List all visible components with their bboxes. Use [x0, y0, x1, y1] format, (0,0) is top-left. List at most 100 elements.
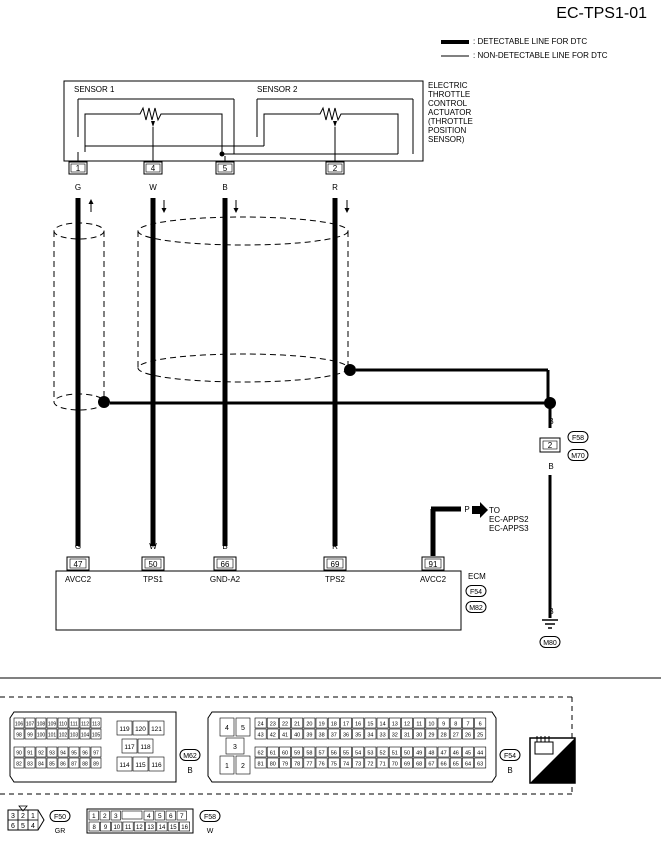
- f54-cell-72: [364, 757, 377, 769]
- f54-cell-label-10: 10: [428, 722, 434, 728]
- top-pin-inner-5: [217, 163, 233, 173]
- f58-bottom-cell-14: [156, 821, 168, 832]
- f54-cell-36: [340, 728, 352, 740]
- legend-non-detectable-label: : NON-DETECTABLE LINE FOR DTC: [473, 51, 608, 60]
- f54-left-label-4: 4: [225, 725, 229, 732]
- f54-cell-25: [474, 728, 487, 740]
- f54-cell-label-59: 59: [294, 751, 300, 757]
- m62-cell-label-101: 101: [48, 733, 57, 739]
- m62-cell-88: [79, 757, 91, 769]
- f54-cell-label-40: 40: [294, 733, 300, 739]
- ecm-pin-inner-47: [69, 558, 87, 569]
- f54-cell-24: [254, 717, 267, 729]
- f58-bottom-connector-tag-outline: [199, 810, 221, 822]
- f54-cell-26: [462, 728, 474, 740]
- f54-cell-28: [437, 728, 450, 740]
- m62-cell-label-86: 86: [60, 762, 66, 768]
- to-ref-0: EC-APPS2: [489, 515, 529, 524]
- f58-bottom-cell-8: [88, 821, 100, 832]
- f54-cell-53: [364, 746, 377, 758]
- f54-cell-21: [291, 717, 304, 729]
- m62-cell-label-112: 112: [81, 722, 89, 728]
- f54-cell-41: [279, 728, 291, 740]
- f54-cell-47: [437, 746, 450, 758]
- arrow-r-head: [344, 208, 350, 213]
- f54-cell-label-75: 75: [331, 762, 337, 768]
- f54-cell-32: [388, 728, 401, 740]
- m62-cell-90: [13, 746, 25, 758]
- drain-wire-color-bottom: B: [548, 462, 553, 471]
- f54-cell-label-20: 20: [306, 722, 312, 728]
- f54-cell-label-48: 48: [428, 751, 434, 757]
- f54-cell-23: [266, 717, 279, 729]
- m62-cell-96: [79, 746, 91, 758]
- ecm-label: ECM: [468, 572, 486, 581]
- f50-bottom-cell-4: [27, 819, 39, 831]
- f58-top-label-2: 2: [103, 813, 107, 820]
- f54-cell-70: [388, 757, 401, 769]
- f58-top-cell-3: [110, 810, 121, 821]
- f54-cell-66: [437, 757, 450, 769]
- f54-cell-13: [388, 717, 401, 729]
- m62-cell-104: [79, 728, 91, 740]
- ecm-pin-inner-66: [216, 558, 234, 569]
- m62-block-label-115: 115: [135, 762, 146, 769]
- m70-connector-tag-outline: [567, 449, 589, 461]
- m62-cell-label-92: 92: [38, 751, 44, 757]
- f58-bottom-cell-11: [122, 821, 134, 832]
- m62-cell-97: [90, 746, 102, 758]
- f54-cell-69: [401, 757, 413, 769]
- m62-cell-113: [90, 717, 102, 729]
- f54-cell-label-73: 73: [355, 762, 361, 768]
- f54-cell-label-70: 70: [392, 762, 398, 768]
- actuator-label-4: (THROTTLE: [428, 117, 473, 126]
- f58-bottom-cell-15: [167, 821, 179, 832]
- f54-cell-22: [279, 717, 291, 729]
- f58-top-cell-6: [165, 810, 176, 821]
- f54-cell-label-21: 21: [294, 722, 300, 728]
- f50-bottom-label-6: 6: [11, 823, 15, 830]
- f58-top-cell-7: [176, 810, 187, 821]
- m62-cell-label-99: 99: [27, 733, 33, 739]
- f54-cell-label-31: 31: [404, 733, 410, 739]
- ecm-pin-name-69: TPS2: [325, 575, 346, 584]
- f54-cell-label-53: 53: [367, 751, 373, 757]
- f54-cell-44: [474, 746, 487, 758]
- ecm-pin-name-66: GND-A2: [210, 575, 241, 584]
- f54-cell-31: [401, 728, 413, 740]
- m62-cell-label-113: 113: [92, 722, 100, 728]
- m62-color: B: [187, 766, 192, 775]
- top-pin-inner-2: [327, 163, 343, 173]
- actuator-label-3: ACTUATOR: [428, 108, 472, 117]
- m62-block-cell-115: [132, 756, 149, 772]
- f54-cell-label-14: 14: [380, 722, 386, 728]
- f54-cell-56: [327, 746, 340, 758]
- hs-icon-connector: [534, 741, 554, 755]
- f54-connector-tag-outline: [499, 749, 521, 761]
- f54-cell-38: [315, 728, 328, 740]
- f54-cell-label-19: 19: [319, 722, 325, 728]
- f54-cell-label-54: 54: [355, 751, 361, 757]
- f54-cell-61: [266, 746, 279, 758]
- f54-left-label-3: 3: [233, 744, 237, 751]
- m62-cell-label-110: 110: [59, 722, 67, 728]
- to-ref-1: EC-APPS3: [489, 524, 529, 533]
- f54-cell-label-79: 79: [282, 762, 288, 768]
- f54-cell-label-25: 25: [477, 733, 483, 739]
- f54-cell-label-55: 55: [343, 751, 349, 757]
- shield-b-top: [137, 216, 349, 246]
- m62-block-cell-114: [116, 756, 133, 772]
- f58-connector-tag-outline: [567, 431, 589, 443]
- f58-bottom-label-12: 12: [136, 825, 143, 831]
- f54-cell-label-46: 46: [453, 751, 459, 757]
- m62-cell-label-106: 106: [15, 722, 24, 728]
- f54-cell-76: [315, 757, 328, 769]
- m62-cell-label-107: 107: [26, 722, 35, 728]
- f54-cell-52: [376, 746, 389, 758]
- f54-cell-label-78: 78: [294, 762, 300, 768]
- m62-cell-108: [35, 717, 47, 729]
- m62-cell-87: [68, 757, 80, 769]
- wire-p-color-top: P: [464, 505, 469, 514]
- f54-cell-9: [437, 717, 450, 729]
- f54-cell-64: [462, 757, 474, 769]
